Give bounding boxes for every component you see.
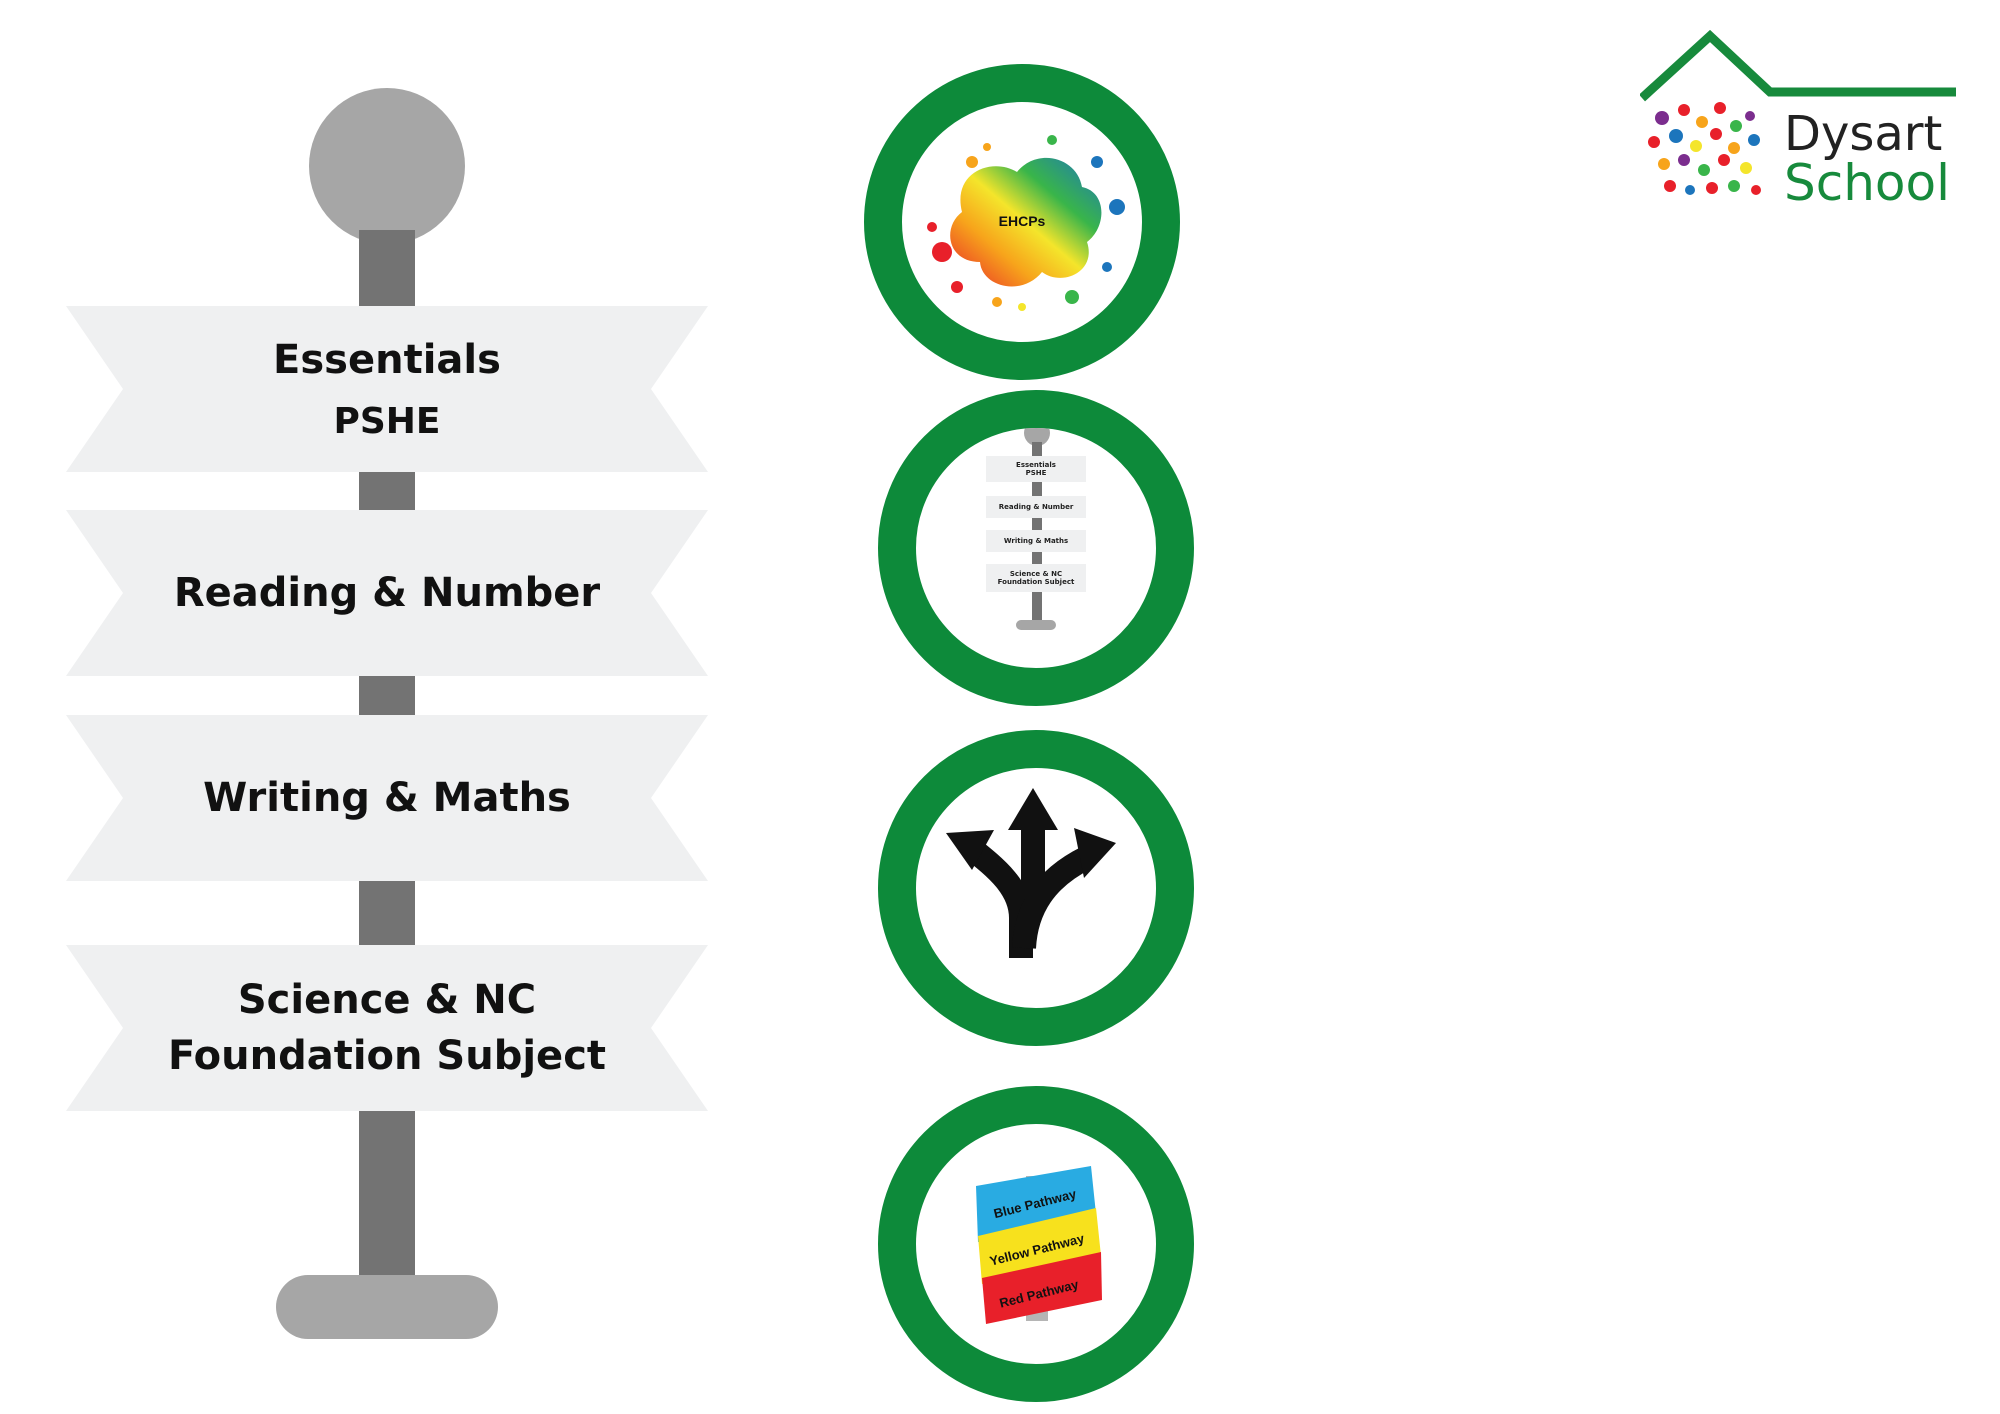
three-way-arrows-icon [946,788,1116,958]
pathways-ribbon-icon: Blue Pathway Yellow Pathway Red Pathway [976,1166,1102,1324]
sign-essentials-pshe: Essentials PSHE [66,306,708,472]
signpost-base [276,1275,498,1339]
dysart-school-logo: Dysart School [1640,30,1960,220]
house-roof-icon [1640,30,1956,195]
signpost-pole-segment [359,230,415,310]
sign-science-foundation: Science & NC Foundation Subject [66,945,708,1111]
signpost-pole-segment [359,875,415,945]
ehcps-circle: EHCPs [864,64,1180,380]
signpost-top-knob [309,88,465,244]
sign-writing-maths: Writing & Maths [66,715,708,881]
sign-banner-shape [66,306,708,472]
paint-splash-icon: EHCPs [927,135,1125,311]
logo-line-dysart: Dysart [1784,106,1943,162]
sign-banner-shape [66,510,708,676]
sign-label-line: Foundation Subject [167,1033,607,1079]
mini-sign-label: Essentials [1016,460,1056,469]
sign-label-line: Reading & Number [173,570,601,616]
ehcps-label: EHCPs [999,213,1046,229]
sign-label-line: Essentials [273,336,501,383]
signpost-pole-segment [359,465,415,510]
mini-sign-label: Foundation Subject [997,578,1075,586]
sign-banner-shape [66,715,708,881]
logo-line-school: School [1784,154,1950,212]
mini-sign-label: Reading & Number [998,502,1074,511]
mini-signpost-circle: Essentials PSHE Reading & Number Writing… [878,390,1194,706]
signpost-pole-segment [359,670,415,715]
sign-label-line: PSHE [333,400,441,442]
sign-label-line: Writing & Maths [203,775,571,821]
mini-sign-label: Science & NC [1009,569,1063,578]
sign-banner-shape [66,945,708,1111]
pathways-circle: Blue Pathway Yellow Pathway Red Pathway [878,1086,1194,1402]
sign-reading-number: Reading & Number [66,510,708,676]
mini-sign-label: PSHE [1025,469,1047,477]
signpost-pole-segment [359,1105,415,1285]
mini-signpost-icon: Essentials PSHE Reading & Number Writing… [916,428,1156,668]
directions-circle [878,730,1194,1046]
mini-sign-label: Writing & Maths [1003,536,1069,545]
sign-label-line: Science & NC [237,977,537,1023]
